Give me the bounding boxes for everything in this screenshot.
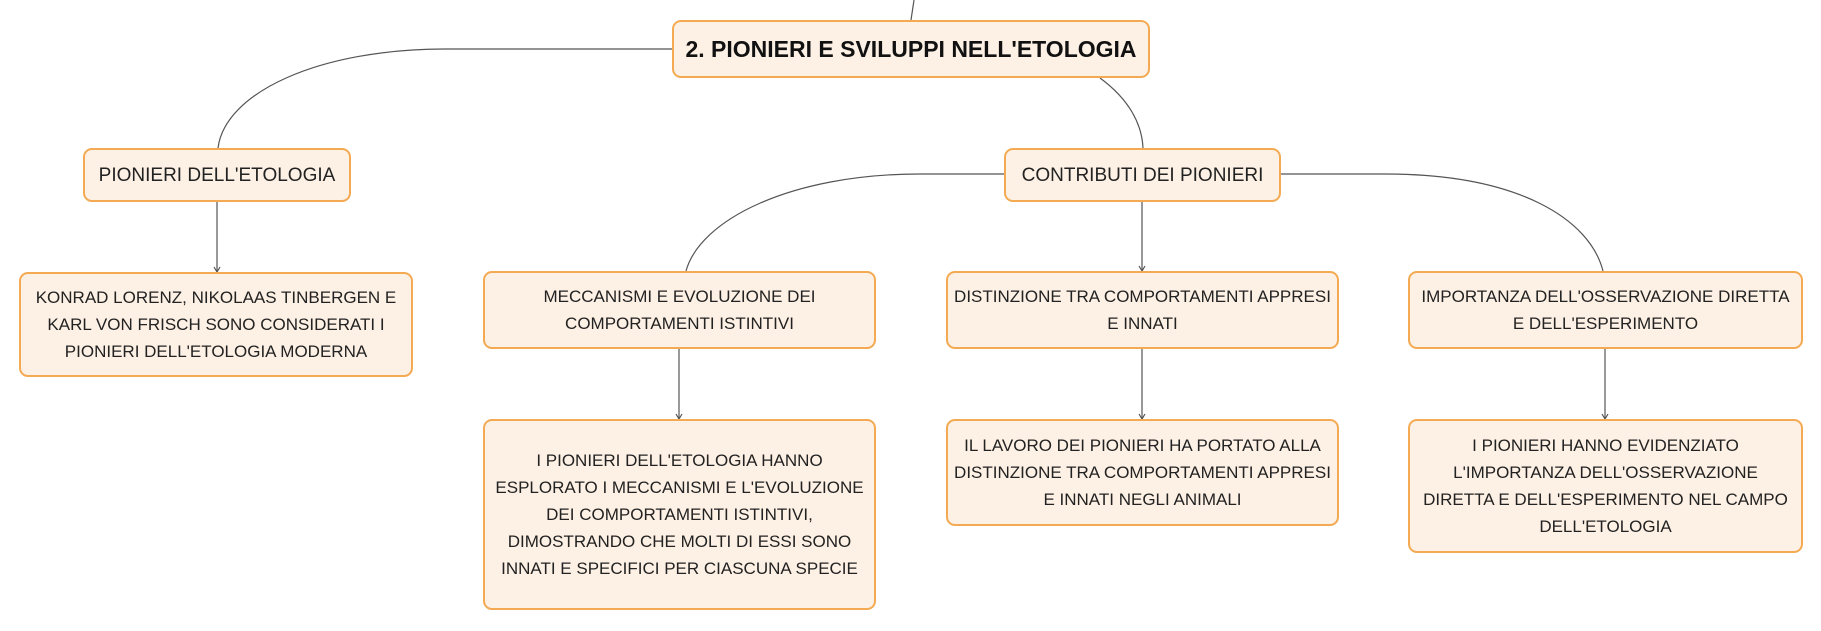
branch-node-contributi-label: CONTRIBUTI DEI PIONIERI: [1021, 164, 1264, 186]
detail-node-meccanismi-text: I PIONIERI DELL'ETOLOGIA HANNO ESPLORATO…: [495, 451, 864, 578]
subtopic-node-importanza-label: IMPORTANZA DELL'OSSERVAZIONE DIRETTA E D…: [1421, 287, 1790, 333]
root-node-label: 2. PIONIERI E SVILUPPI NELL'ETOLOGIA: [685, 35, 1137, 62]
leaf-node-lorenz[interactable]: KONRAD LORENZ, NIKOLAAS TINBERGEN E KARL…: [19, 272, 413, 377]
connector-contributi-meccanismi: [685, 173, 1004, 272]
subtopic-node-distinzione-label: DISTINZIONE TRA COMPORTAMENTI APPRESI E …: [954, 287, 1331, 333]
branch-node-contributi[interactable]: CONTRIBUTI DEI PIONIERI: [1004, 148, 1281, 202]
leaf-node-lorenz-text: KONRAD LORENZ, NIKOLAAS TINBERGEN E KARL…: [35, 288, 397, 361]
connector-root-pionieri: [217, 48, 672, 149]
connector-parent-root: [910, 0, 915, 21]
branch-node-pionieri[interactable]: PIONIERI DELL'ETOLOGIA: [83, 148, 351, 202]
subtopic-node-distinzione[interactable]: DISTINZIONE TRA COMPORTAMENTI APPRESI E …: [946, 271, 1339, 349]
connector-contributi-importanza: [1281, 173, 1604, 272]
subtopic-node-meccanismi-label: MECCANISMI E EVOLUZIONE DEI COMPORTAMENT…: [543, 287, 816, 333]
detail-node-importanza[interactable]: I PIONIERI HANNO EVIDENZIATO L'IMPORTANZ…: [1408, 419, 1803, 553]
subtopic-node-importanza[interactable]: IMPORTANZA DELL'OSSERVAZIONE DIRETTA E D…: [1408, 271, 1803, 349]
connector-root-contributi: [1099, 77, 1144, 149]
detail-node-distinzione-text: IL LAVORO DEI PIONIERI HA PORTATO ALLA D…: [954, 436, 1331, 509]
detail-node-distinzione[interactable]: IL LAVORO DEI PIONIERI HA PORTATO ALLA D…: [946, 419, 1339, 526]
detail-node-importanza-text: I PIONIERI HANNO EVIDENZIATO L'IMPORTANZ…: [1423, 436, 1788, 536]
subtopic-node-meccanismi[interactable]: MECCANISMI E EVOLUZIONE DEI COMPORTAMENT…: [483, 271, 876, 349]
root-node[interactable]: 2. PIONIERI E SVILUPPI NELL'ETOLOGIA: [672, 20, 1150, 78]
branch-node-pionieri-label: PIONIERI DELL'ETOLOGIA: [98, 164, 336, 186]
detail-node-meccanismi[interactable]: I PIONIERI DELL'ETOLOGIA HANNO ESPLORATO…: [483, 419, 876, 610]
